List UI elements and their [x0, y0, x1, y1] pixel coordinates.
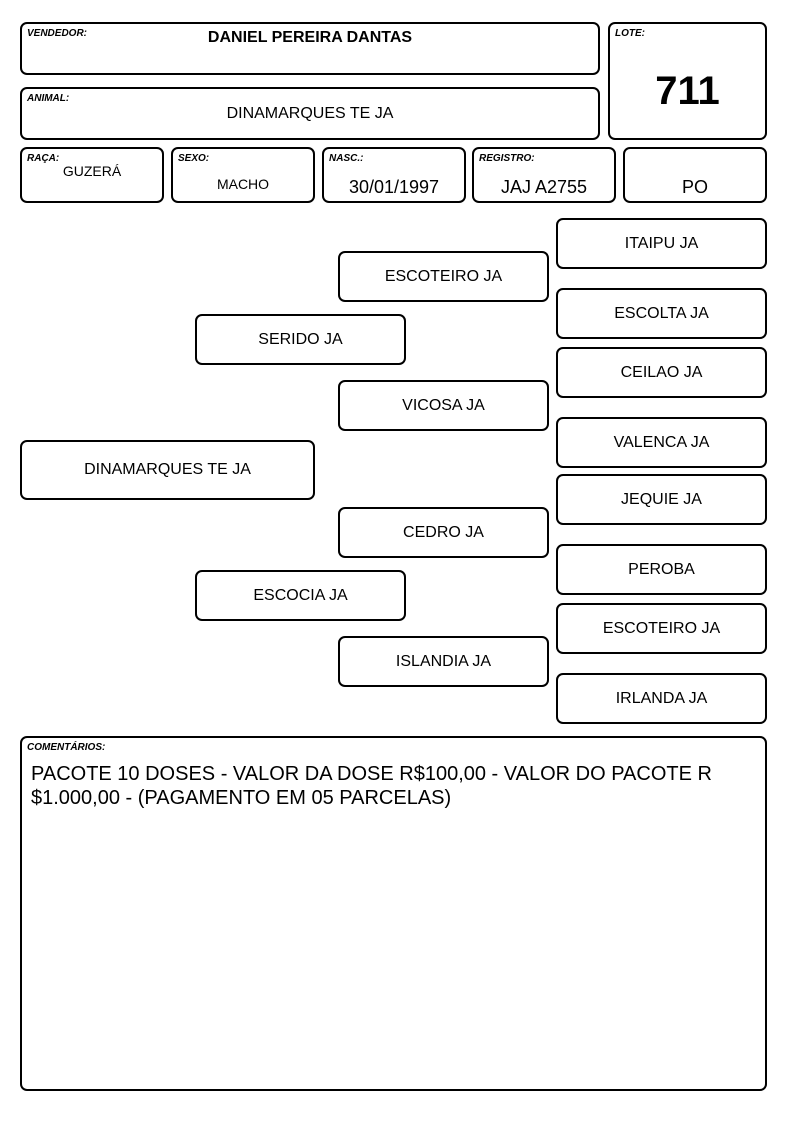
sexo-box: SEXO: MACHO	[171, 147, 315, 203]
categoria-box: PO	[623, 147, 767, 203]
comments-box: COMENTÁRIOS: PACOTE 10 DOSES - VALOR DA …	[20, 736, 767, 1091]
categoria-value: PO	[681, 177, 708, 197]
lote-value: 711	[655, 69, 720, 113]
pedigree-ggp-5: JEQUIE JA	[556, 474, 767, 525]
raca-label: RAÇA:	[27, 153, 60, 164]
animal-value: DINAMARQUES TE JA	[226, 105, 394, 122]
pedigree-ggp-7: ESCOTEIRO JA	[556, 603, 767, 654]
raca-value: GUZERÁ	[62, 163, 122, 179]
pedigree-dam: ESCOCIA JA	[195, 570, 406, 621]
pedigree-ggp-8: IRLANDA JA	[556, 673, 767, 724]
vendedor-label: VENDEDOR:	[27, 28, 88, 39]
animal-box: ANIMAL: DINAMARQUES TE JA	[20, 87, 600, 140]
nasc-label: NASC.:	[329, 153, 364, 164]
vendedor-value: DANIEL PEREIRA DANTAS	[207, 29, 413, 46]
sexo-label: SEXO:	[178, 153, 210, 164]
sexo-value: MACHO	[216, 176, 270, 192]
pedigree-ggp-4: VALENCA JA	[556, 417, 767, 468]
animal-label: ANIMAL:	[27, 93, 70, 104]
pedigree-ggp-2: ESCOLTA JA	[556, 288, 767, 339]
nasc-value: 30/01/1997	[348, 177, 440, 197]
pedigree-dam-dam: ISLANDIA JA	[338, 636, 549, 687]
pedigree-sire-dam: VICOSA JA	[338, 380, 549, 431]
vendedor-box: VENDEDOR: DANIEL PEREIRA DANTAS	[20, 22, 600, 75]
raca-box: RAÇA: GUZERÁ	[20, 147, 164, 203]
pedigree-animal: DINAMARQUES TE JA	[20, 440, 315, 500]
registro-value: JAJ A2755	[500, 177, 588, 197]
comments-text: PACOTE 10 DOSES - VALOR DA DOSE R$100,00…	[31, 763, 712, 809]
nasc-box: NASC.: 30/01/1997	[322, 147, 466, 203]
pedigree-ggp-6: PEROBA	[556, 544, 767, 595]
pedigree-dam-sire: CEDRO JA	[338, 507, 549, 558]
pedigree-ggp-3: CEILAO JA	[556, 347, 767, 398]
pedigree-ggp-1: ITAIPU JA	[556, 218, 767, 269]
registro-label: REGISTRO:	[479, 153, 535, 164]
comments-label: COMENTÁRIOS:	[27, 742, 106, 753]
pedigree-sire: SERIDO JA	[195, 314, 406, 365]
lote-label: LOTE:	[615, 28, 645, 39]
pedigree-sire-sire: ESCOTEIRO JA	[338, 251, 549, 302]
registro-box: REGISTRO: JAJ A2755	[472, 147, 616, 203]
lote-box: LOTE: 711	[608, 22, 767, 140]
